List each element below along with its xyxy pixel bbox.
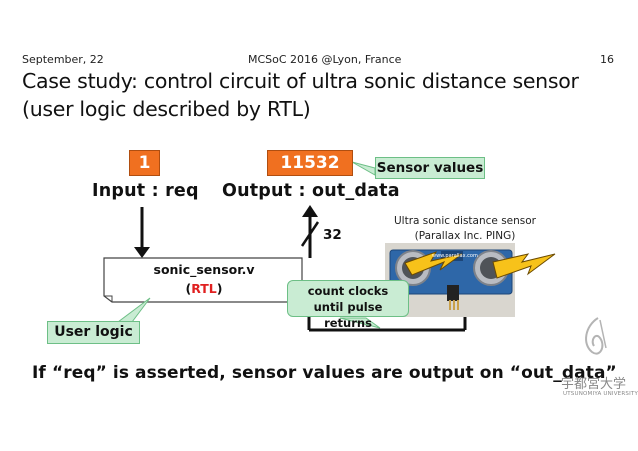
summary-text: If “req” is asserted, sensor values are …	[32, 363, 617, 383]
page-number: 16	[600, 53, 614, 66]
module-name: sonic_sensor.v	[153, 262, 255, 277]
header-venue: MCSoC 2016 @Lyon, France	[248, 53, 402, 66]
university-logo-name: UTSUNOMIYA UNIVERSITY	[563, 391, 638, 397]
bus-slash	[300, 221, 320, 247]
count-clocks-callout: count clocks until pulse returns	[287, 280, 409, 330]
title-line-1: Case study: control circuit of ultra son…	[22, 69, 579, 93]
sensor-caption-line-1: Ultra sonic distance sensor	[393, 215, 536, 227]
output-label: Output : out_data	[222, 181, 400, 201]
sensor-caption: Ultra sonic distance sensor (Parallax In…	[390, 214, 540, 244]
sensor-board-text: www.parallax.com	[432, 253, 478, 259]
header-date: September, 22	[22, 53, 104, 66]
rtl-label: RTL	[191, 281, 217, 296]
output-arrowhead	[302, 205, 318, 217]
input-label: Input : req	[92, 181, 199, 201]
input-arrowhead	[134, 247, 150, 258]
module-box: sonic_sensor.v (RTL)	[104, 257, 304, 300]
count-clocks-line-1: count clocks	[307, 284, 389, 298]
sensor-values-callout: Sensor values	[375, 157, 485, 179]
module-type: (RTL)	[185, 281, 223, 296]
title-line-2: (user logic described by RTL)	[22, 97, 311, 121]
university-logo-mark	[585, 317, 607, 355]
bus-width-label: 32	[323, 227, 342, 243]
user-logic-callout: User logic	[47, 321, 140, 344]
input-value-box: 1	[129, 150, 160, 176]
count-clocks-line-2: until pulse returns	[313, 300, 383, 330]
slide-title: Case study: control circuit of ultra son…	[22, 67, 622, 123]
output-value-box: 11532	[267, 150, 353, 176]
sensor-caption-line-2: (Parallax Inc. PING)	[414, 230, 516, 242]
university-logo-kanji: 宇都宮大学	[561, 377, 627, 392]
